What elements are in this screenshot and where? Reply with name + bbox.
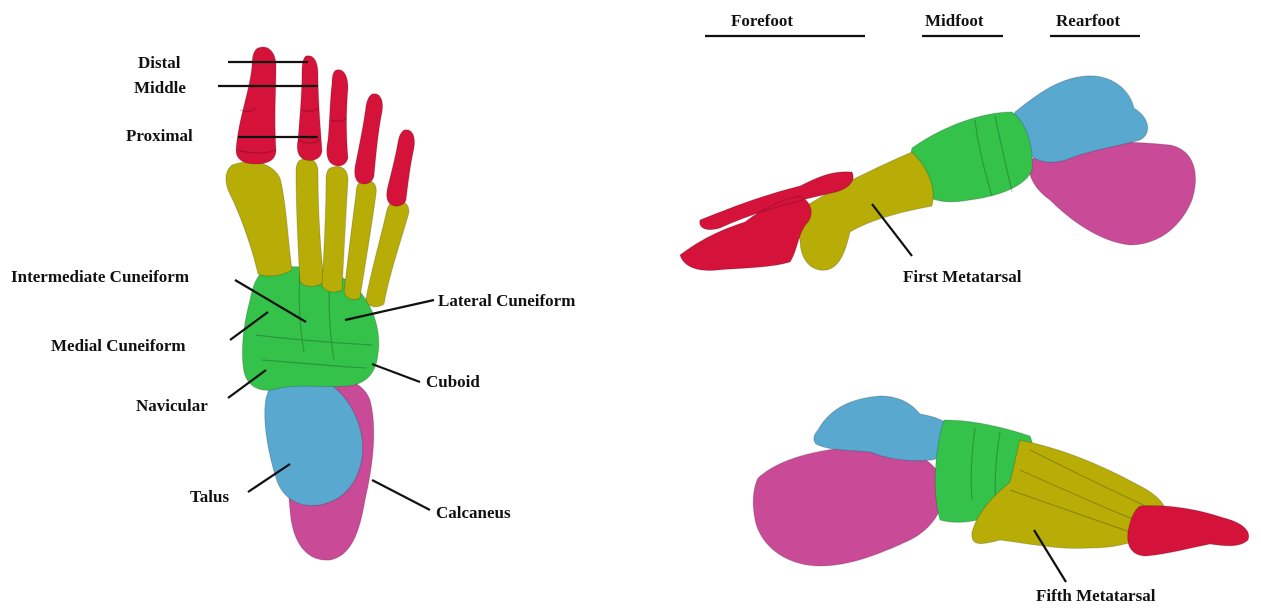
region-midfoot-label: Midfoot: [925, 11, 984, 31]
label-calcaneus: Calcaneus: [436, 503, 511, 523]
label-first-metatarsal: First Metatarsal: [903, 267, 1021, 287]
label-lateral-cuneiform: Lateral Cuneiform: [438, 291, 575, 311]
label-intermediate-cuneiform: Intermediate Cuneiform: [11, 267, 189, 287]
label-fifth-metatarsal: Fifth Metatarsal: [1036, 586, 1155, 606]
calcaneus-bone-lateral: [753, 446, 944, 566]
label-proximal: Proximal: [126, 126, 193, 146]
label-cuboid: Cuboid: [426, 372, 480, 392]
label-middle: Middle: [134, 78, 186, 98]
label-medial-cuneiform: Medial Cuneiform: [51, 336, 186, 356]
label-navicular: Navicular: [136, 396, 208, 416]
label-distal: Distal: [138, 53, 181, 73]
label-talus: Talus: [190, 487, 229, 507]
region-forefoot-label: Forefoot: [731, 11, 793, 31]
region-rearfoot-label: Rearfoot: [1056, 11, 1120, 31]
phalanges-bones-lateral: [1128, 506, 1249, 556]
